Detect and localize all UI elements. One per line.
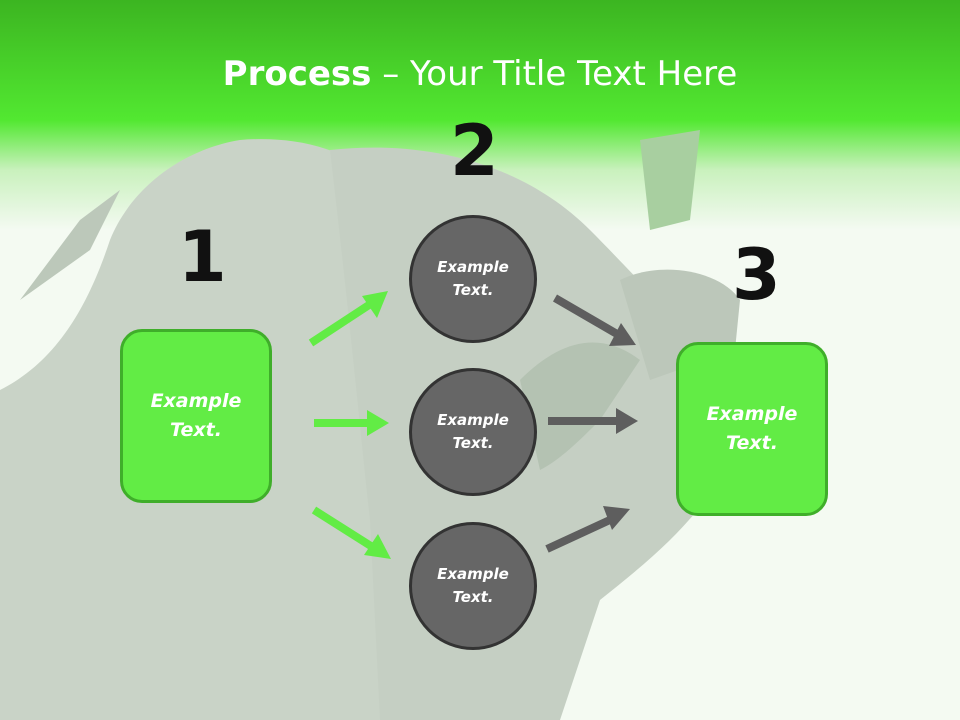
step-2-circle-top-text: Example Text.	[437, 258, 509, 299]
slide-title: Process – Your Title Text Here	[0, 54, 960, 94]
title-bold: Process	[222, 54, 372, 94]
arrow-bottom-to-3	[545, 506, 630, 553]
step-2-circle-middle-text: Example Text.	[437, 411, 509, 452]
step-number-1: 1	[178, 216, 227, 298]
step-2-circle-bottom[interactable]: Example Text.	[409, 522, 537, 650]
arrow-middle-to-3	[548, 408, 638, 434]
step-number-2: 2	[450, 110, 499, 192]
arrow-1-to-bottom	[311, 506, 391, 559]
title-rest: Your Title Text Here	[410, 54, 738, 94]
step-2-circle-middle[interactable]: Example Text.	[409, 368, 537, 496]
step-1-box[interactable]: Example Text.	[120, 329, 272, 503]
step-3-box[interactable]: Example Text.	[676, 342, 828, 516]
title-dash: –	[371, 54, 411, 94]
step-1-text: Example Text.	[150, 390, 242, 441]
step-2-circle-bottom-text: Example Text.	[437, 565, 509, 606]
arrow-top-to-3	[552, 294, 636, 346]
arrow-1-to-top	[308, 291, 388, 347]
arrow-1-to-middle	[314, 410, 389, 436]
step-3-text: Example Text.	[706, 403, 798, 454]
step-number-3: 3	[732, 234, 781, 316]
step-2-circle-top[interactable]: Example Text.	[409, 215, 537, 343]
